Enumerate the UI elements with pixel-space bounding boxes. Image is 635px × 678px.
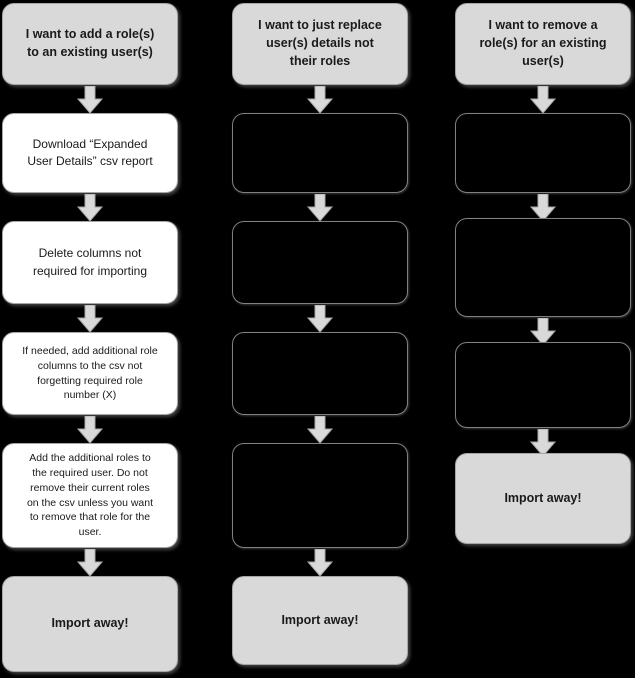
arrow-remove-3: [530, 318, 556, 346]
node-replace-step-3[interactable]: [232, 332, 408, 415]
node-replace-step-2[interactable]: [232, 221, 408, 304]
node-add-role-step-2[interactable]: Delete columns not required for importin…: [2, 221, 178, 304]
arrow-remove-1: [530, 86, 556, 114]
node-label: Download “Expanded User Details” csv rep…: [27, 136, 153, 168]
arrow-replace-5: [307, 549, 333, 577]
node-add-role-step-4[interactable]: Add the additional roles to the required…: [2, 443, 178, 548]
arrow-add-role-4: [77, 416, 103, 444]
arrow-add-role-1: [77, 86, 103, 114]
arrow-add-role-3: [77, 305, 103, 333]
node-label: Delete columns not required for importin…: [32, 246, 148, 278]
node-add-role-end[interactable]: Import away!: [2, 576, 178, 672]
arrow-add-role-5: [77, 549, 103, 577]
node-label: Add the additional roles to the required…: [26, 451, 154, 539]
node-remove-start[interactable]: I want to remove a role(s) for an existi…: [455, 3, 631, 85]
node-remove-step-2[interactable]: [455, 218, 631, 317]
arrow-replace-2: [307, 194, 333, 222]
arrow-add-role-2: [77, 194, 103, 222]
arrow-replace-4: [307, 416, 333, 444]
node-remove-step-1[interactable]: [455, 113, 631, 193]
node-label: I want to just replace user(s) details n…: [258, 18, 382, 68]
node-remove-step-3[interactable]: [455, 342, 631, 428]
node-label: I want to remove a role(s) for an existi…: [479, 18, 607, 68]
node-label: If needed, add additional role columns t…: [22, 344, 158, 402]
node-label: Import away!: [504, 490, 582, 505]
node-label: Import away!: [281, 612, 359, 627]
node-add-role-step-3[interactable]: If needed, add additional role columns t…: [2, 332, 178, 415]
node-add-role-step-1[interactable]: Download “Expanded User Details” csv rep…: [2, 113, 178, 193]
arrow-replace-1: [307, 86, 333, 114]
arrow-replace-3: [307, 305, 333, 333]
node-replace-start[interactable]: I want to just replace user(s) details n…: [232, 3, 408, 85]
node-add-role-start[interactable]: I want to add a role(s) to an existing u…: [2, 3, 178, 85]
node-label: Import away!: [51, 616, 129, 631]
arrow-remove-4: [530, 429, 556, 457]
node-replace-end[interactable]: Import away!: [232, 576, 408, 665]
node-label: I want to add a role(s) to an existing u…: [25, 27, 155, 59]
arrow-remove-2: [530, 194, 556, 222]
node-remove-end[interactable]: Import away!: [455, 453, 631, 544]
node-replace-step-4[interactable]: [232, 443, 408, 548]
node-replace-step-1[interactable]: [232, 113, 408, 193]
